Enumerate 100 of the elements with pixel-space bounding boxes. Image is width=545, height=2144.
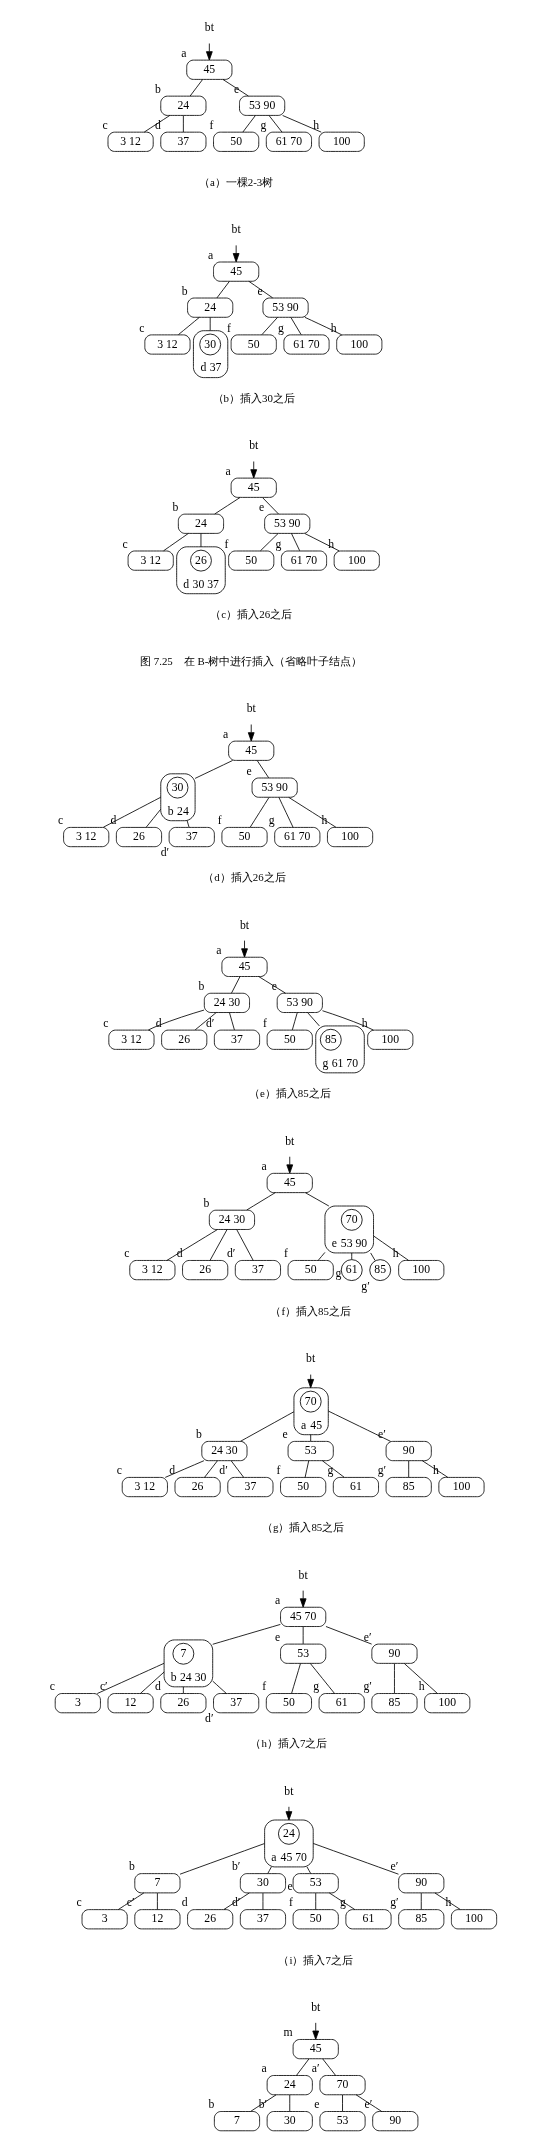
connector [393,1663,395,1694]
node-label: e [313,2098,320,2112]
node-box: 100 [326,827,373,848]
connector [211,1624,281,1645]
node-label: f [288,1896,293,1910]
node-label: a [180,46,186,60]
connector [306,1866,311,1874]
connector [156,1892,158,1910]
node-label: d [200,361,206,375]
connector [304,1460,309,1478]
node-box: 3 12 [143,334,190,355]
node-label: a [274,1594,280,1608]
connector [314,1892,316,1910]
node-box: 100 [318,131,365,152]
node-label: d [155,1016,162,1030]
connector [200,533,201,548]
connector [321,1010,374,1031]
node-label: a [225,464,231,478]
node-label: a′ [311,2062,320,2076]
node-label: f [261,1680,266,1694]
connector [266,1866,272,1874]
node-box: 24 [177,513,224,534]
arrow [311,2022,319,2040]
connector [302,1626,304,1645]
node-box: 61 70 [265,131,312,152]
connector [179,1843,265,1875]
arrow [247,724,255,742]
connector [321,1460,345,1478]
connector [239,1411,294,1442]
node-label: f [275,1464,280,1478]
node-box: 61 70 [280,550,327,571]
node-box: 50 [292,1909,339,1930]
connector [247,280,273,299]
connector [164,1460,204,1478]
node-label: d [154,118,161,132]
node-box: 50 [279,1477,326,1498]
connector [433,1892,461,1910]
label: 图 7.25 在 B-树中进行插入（省略叶子结点） [139,655,362,668]
node-label: d′ [160,846,169,860]
node-box: 50 [287,1260,334,1281]
connector [228,1012,235,1031]
node-box: 100 [423,1693,470,1714]
node-box: 90 [385,1441,432,1462]
connector [321,2058,336,2076]
connector [372,1235,409,1261]
connector [261,497,279,515]
node-box: 3 12 [107,131,154,152]
node-box: 50 [212,131,259,152]
node-label: f [217,814,222,828]
node-label: h [321,814,327,828]
node-label: h [418,1680,425,1694]
node-box: 24 [266,2075,313,2096]
node-text: bt [204,21,214,35]
connector [355,2094,382,2112]
node-label: b [208,2098,214,2112]
connector [96,1662,165,1694]
node-label: d [110,814,116,828]
node-box: 37 [168,827,215,848]
node-box: 3 12 [62,827,109,848]
arrow [285,1806,292,1821]
node-label: d′ [204,1712,214,1726]
label: （d）插入26之后 [202,871,286,884]
node-label: f [262,1016,267,1030]
node-box: 100 [366,1029,413,1050]
node-box: 70 [319,2075,366,2096]
node-box: 30 [239,1873,286,1894]
node-box: 100 [437,1477,484,1498]
node-box: 53 [279,1643,326,1664]
node-text: bt [298,1568,308,1582]
node-label: f [226,321,231,335]
node-circle: 26 [189,549,212,572]
node-label: g′ [377,1464,386,1478]
connector [257,976,286,994]
node-box: 100 [335,334,382,355]
node-box: 50 [265,1693,312,1714]
arrow [232,244,239,263]
label: （b）插入30之后 [212,392,295,405]
connector [291,1012,298,1031]
node-circle: 30 [198,333,221,356]
node-box: 90 [370,1643,417,1664]
node-label: f [283,1247,288,1261]
node-label: e [274,1630,280,1644]
connector [102,796,161,828]
node-label: g [334,1267,341,1281]
node-label: d′ [218,1464,228,1478]
node-label: b [154,82,161,96]
node-label: h [392,1247,399,1261]
node-box: 53 90 [238,95,285,116]
node-box: 61 [332,1477,379,1498]
node-box: 50 [221,827,268,848]
connector [117,1892,144,1910]
connector [309,1663,335,1694]
node-label: c [75,1896,82,1910]
connector [312,1843,399,1875]
node-box: 85 [385,1477,432,1498]
connector [241,115,256,133]
node-box: 24 30 [200,1441,247,1462]
connector [288,2094,290,2112]
connector [194,1012,217,1031]
node-label: b′ [258,2098,267,2112]
